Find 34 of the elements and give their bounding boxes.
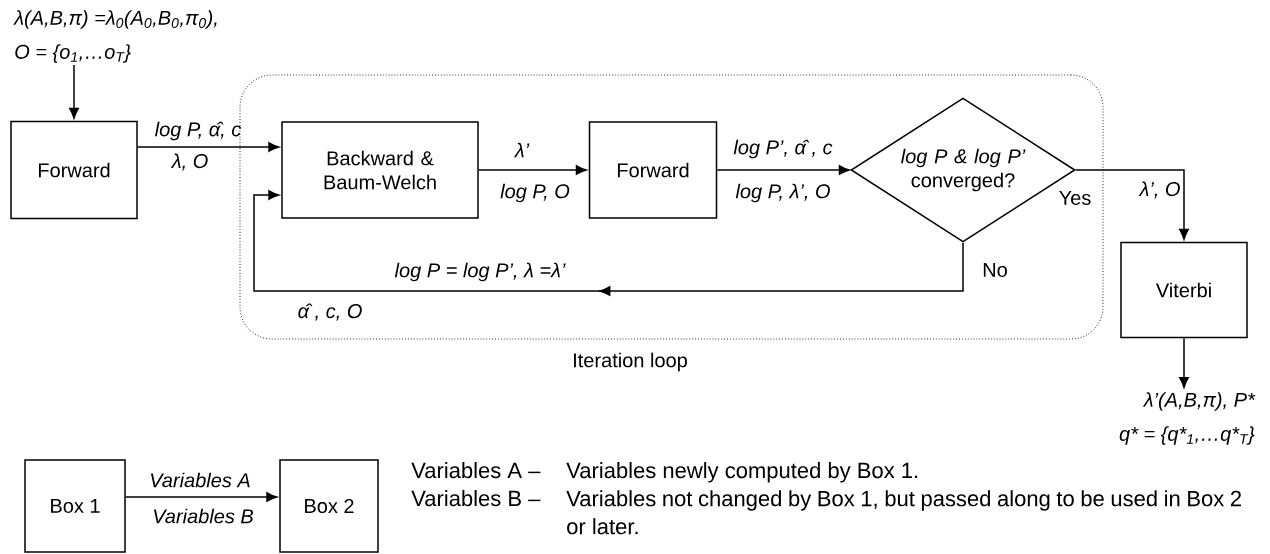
variable-label: Variables B: [153, 508, 254, 524]
process-box: Viterbi: [1120, 241, 1248, 339]
process-box: Box 1: [24, 459, 126, 553]
edge-label: Variables A: [150, 472, 250, 488]
variable-label: α̂ , c, O: [298, 303, 362, 321]
arrow: [253, 190, 964, 296]
formula-text: λ(A,B,π) =λ$_{0}$(A$_{0}$,B$_{0}$,π$_{0}$), O = {o$_{1}$,…o$_{T}$}: [13, 10, 217, 63]
arrow: [478, 165, 587, 175]
formula-text: λ’(A,B,π), P* q* = {q*$_{1}$,…q*$_{T}$}: [1119, 392, 1256, 445]
annotation-text: Yes: [1059, 191, 1091, 205]
variable-label: log P, λ’, O: [735, 183, 830, 203]
arrow: [69, 64, 79, 119]
loop-caption: Iteration loop: [574, 352, 687, 372]
arrow: [125, 492, 278, 502]
edge-label: log P’, α̂ , c: [733, 139, 833, 159]
arrow: [716, 165, 850, 175]
arrow: [1075, 169, 1189, 240]
process-box: Forward: [588, 121, 718, 219]
annotation-text: Variables A –: [411, 462, 541, 479]
process-box: Box 2: [279, 459, 379, 553]
arrow: [1179, 337, 1189, 388]
edge-label: λ’: [513, 142, 530, 158]
edge-label: λ’, O: [1138, 181, 1180, 199]
annotation-text: Variables B –: [411, 490, 541, 507]
annotation-text: Variables newly computed by Box 1.: [566, 462, 918, 483]
variable-label: λ, O: [170, 153, 208, 171]
variable-label: log P, O: [500, 183, 570, 203]
edge-label: log P, α̂, c: [155, 121, 242, 141]
annotation-text: Variables not changed by Box 1, but passed along to be used in Box 2 or later.: [566, 490, 1241, 535]
annotation-text: No: [983, 263, 1007, 277]
process-box: Forward: [10, 120, 138, 220]
process-box: Backward & Baum-Welch: [281, 121, 479, 219]
arrow: [137, 142, 280, 152]
edge-label: log P = log P’, λ =λ’: [394, 262, 566, 282]
